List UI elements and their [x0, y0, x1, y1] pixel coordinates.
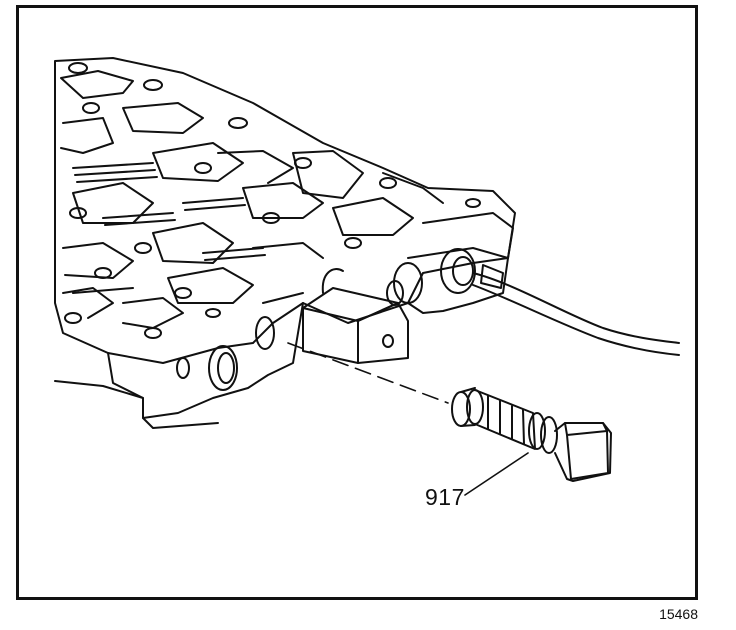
- installation-path-line: [287, 342, 449, 404]
- solenoid-bracket: [302, 268, 409, 364]
- passage-7: [242, 182, 324, 219]
- valve-body-top-outline: [54, 57, 516, 364]
- valve-body-end-block: [407, 247, 509, 314]
- passage-13: [252, 242, 324, 259]
- figure-number: 15468: [659, 606, 698, 622]
- valve-body-lower-edge: [54, 380, 144, 399]
- passage-4: [152, 142, 244, 182]
- part-917: [451, 387, 612, 482]
- part-917-collar-1: [528, 412, 546, 450]
- passage-12: [167, 267, 254, 304]
- passage-8: [332, 197, 414, 236]
- callout-label-917: 917: [425, 484, 465, 510]
- part-917-screen-body: [474, 389, 536, 450]
- passage-15: [62, 287, 114, 319]
- valve-bores: [176, 248, 476, 391]
- passage-14: [122, 297, 184, 329]
- valve-body: [54, 57, 516, 429]
- valve-body-base-line: [142, 417, 219, 429]
- passage-5: [217, 150, 294, 184]
- solenoid-wire-stub: [321, 268, 344, 294]
- passage-11: [62, 242, 134, 279]
- callout-917-leader: [464, 452, 529, 496]
- valve-body-illustration: [54, 57, 680, 496]
- solenoid-top: [302, 287, 399, 322]
- part-917-tab: [554, 422, 612, 482]
- part-917-screen-ribs: [487, 395, 525, 445]
- passage-10: [152, 222, 234, 264]
- ribs: [72, 162, 304, 304]
- passage-6: [292, 150, 364, 199]
- bracket-plate: [357, 302, 409, 364]
- part-917-collar-2: [540, 416, 558, 454]
- passage-3: [60, 117, 114, 154]
- part-917-tab-face: [566, 430, 609, 480]
- part-917-cap-rim: [460, 387, 476, 427]
- passage-16: [382, 172, 444, 204]
- bolt-holes: [64, 62, 481, 339]
- part-917-tab-edge: [564, 422, 608, 436]
- wire-harness: [472, 264, 680, 356]
- valve-body-end-top: [422, 212, 514, 259]
- valve-body-front-face: [107, 302, 304, 419]
- illustration-frame: 917: [16, 5, 698, 600]
- bracket-hole: [382, 334, 394, 348]
- solenoid-connector: [386, 280, 404, 306]
- wire-clip: [480, 264, 504, 289]
- passage-1: [60, 70, 134, 99]
- wire-upper: [472, 272, 680, 344]
- wire-lower: [472, 284, 680, 356]
- passage-2: [122, 102, 204, 134]
